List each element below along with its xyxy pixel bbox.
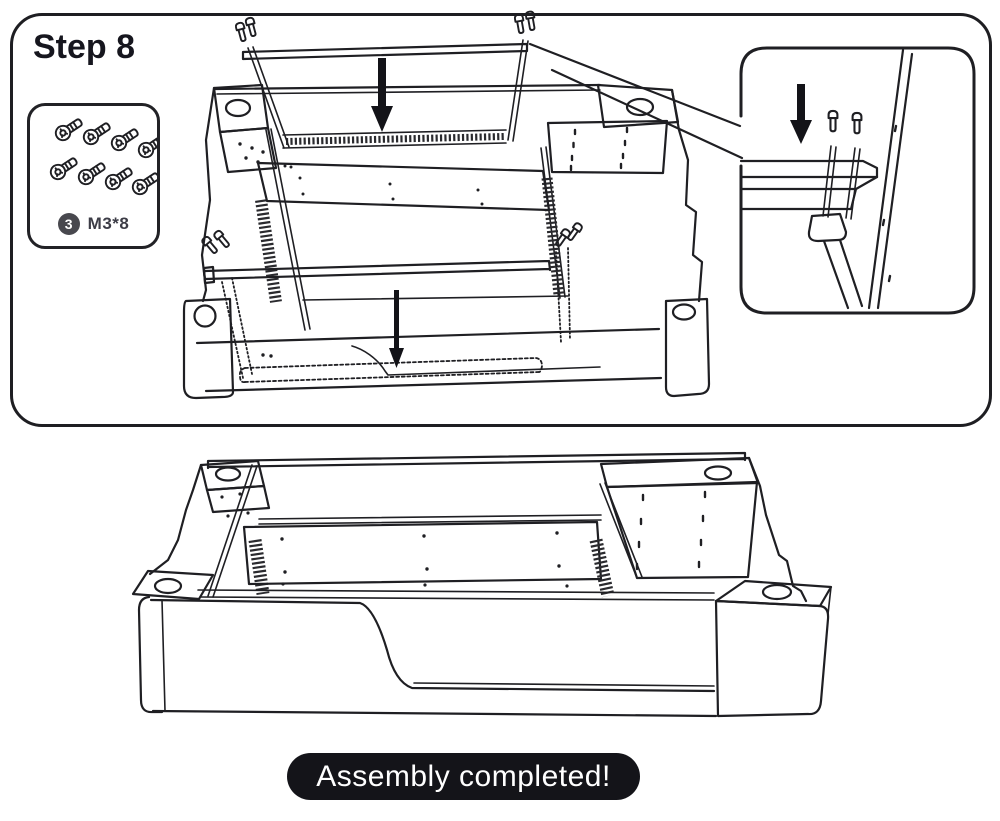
parts-spec-row: 3 M3*8 xyxy=(30,212,157,236)
down-arrow-icon xyxy=(371,58,393,132)
detail-callout xyxy=(739,46,976,315)
step-title: Step 8 xyxy=(33,28,136,66)
assembly-completed-banner: Assembly completed! xyxy=(287,753,640,800)
step8-panel: Step 8 xyxy=(10,13,992,427)
step8-illustration xyxy=(182,10,744,400)
parts-box: 3 M3*8 xyxy=(27,103,160,249)
screw-spec-label: M3*8 xyxy=(87,214,130,233)
completed-assembly-illustration xyxy=(131,451,833,718)
quantity-badge: 3 xyxy=(57,213,80,235)
assembly-completed-label: Assembly completed! xyxy=(316,759,611,793)
down-arrow-icon xyxy=(389,290,404,368)
down-arrow-icon xyxy=(790,84,812,144)
